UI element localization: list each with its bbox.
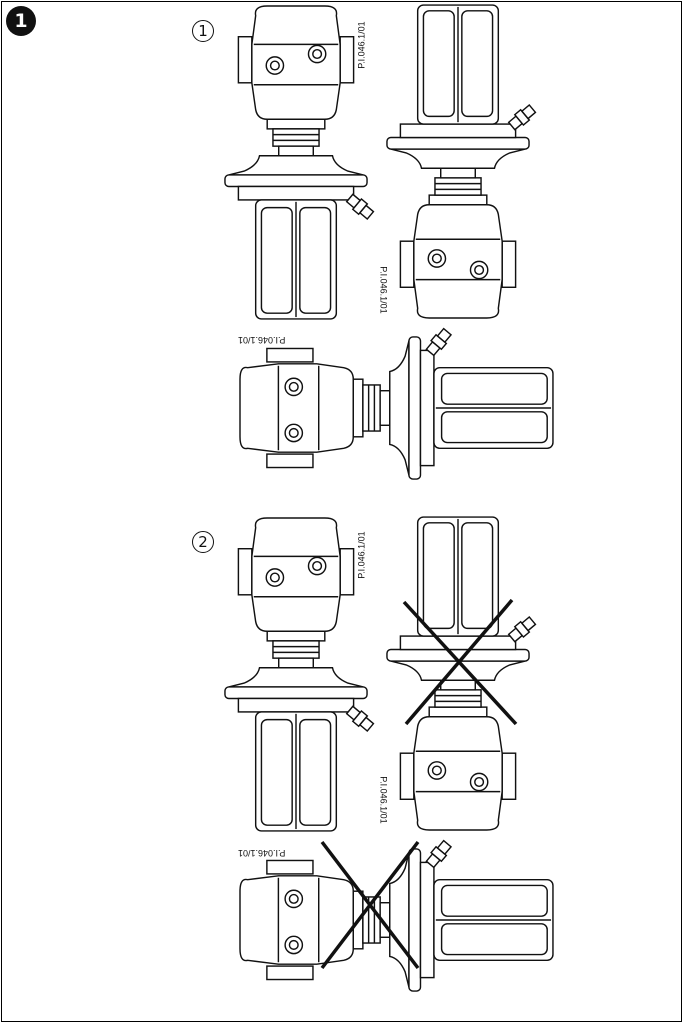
variant-2-valve-horizontal	[239, 838, 554, 992]
variant-2-valve-upright	[224, 517, 376, 832]
cross-out-mark-horizontal	[320, 840, 420, 970]
variant-2-marker: 2	[192, 531, 214, 553]
variant-1-marker: 1	[192, 20, 214, 42]
variant-1-valve-inverted	[386, 4, 538, 319]
variant-2-valve-inverted	[386, 516, 538, 831]
step-number-badge: 1	[6, 6, 36, 36]
variant-1-valve-horizontal	[239, 326, 554, 480]
cross-out-mark-inverted	[402, 598, 518, 726]
variant-1-valve-upright	[224, 5, 376, 320]
